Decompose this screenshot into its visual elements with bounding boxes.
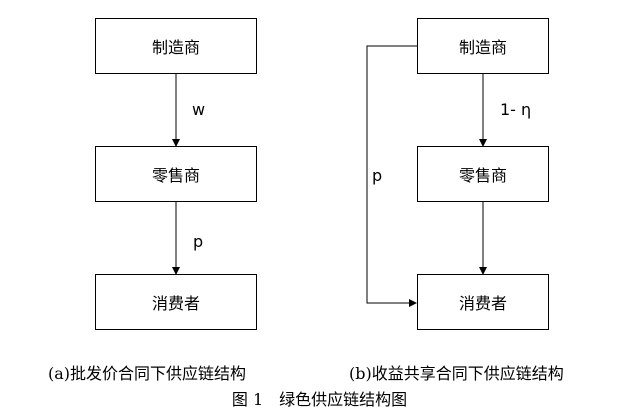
label-b-upper: 1- η <box>500 100 532 119</box>
figure-caption: 图 1 绿色供应链结构图 <box>231 390 408 409</box>
caption-a: (a)批发价合同下供应链结构 <box>48 364 247 383</box>
box-b-retailer: 零售商 <box>417 146 549 202</box>
label-a-lower: p <box>193 232 204 251</box>
arrow-b-bypass <box>366 45 417 307</box>
box-b-manufacturer: 制造商 <box>417 18 549 74</box>
label-a-upper: w <box>192 100 206 119</box>
box-a-manufacturer: 制造商 <box>95 18 257 74</box>
label-b-bypass: p <box>372 166 383 185</box>
box-a-consumer: 消费者 <box>95 274 257 330</box>
box-b-consumer: 消费者 <box>417 274 549 330</box>
box-a-retailer: 零售商 <box>95 146 257 202</box>
caption-b: (b)收益共享合同下供应链结构 <box>349 364 564 383</box>
